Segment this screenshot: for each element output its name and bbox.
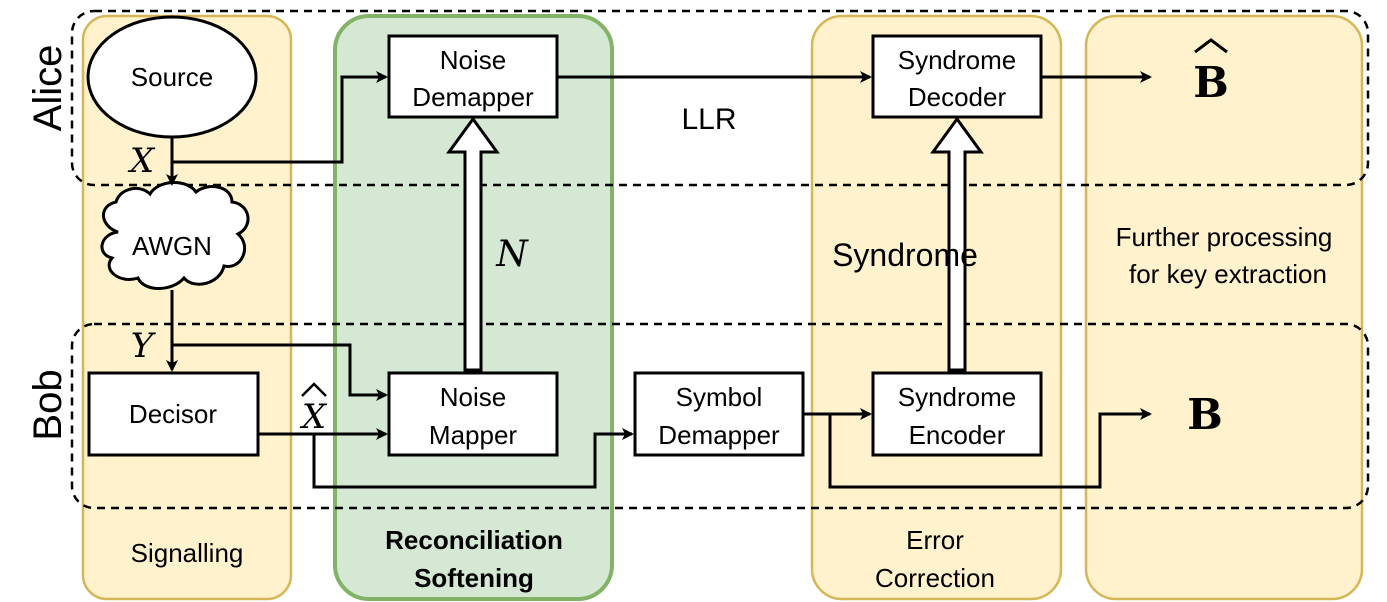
symbol-demapper-block bbox=[633, 371, 805, 457]
x-to-noise-demapper-arrow bbox=[172, 71, 388, 164]
syndrome-decoder-label-line1: Syndrome bbox=[898, 45, 1017, 75]
y-to-noise-mapper-arrow bbox=[172, 343, 388, 401]
b-output-label: B bbox=[1187, 390, 1223, 439]
syndrome-signal-label: Syndrome bbox=[832, 237, 978, 273]
decisor-label: Decisor bbox=[129, 399, 217, 429]
symbol-demapper-to-b-arrow bbox=[828, 408, 1152, 489]
reconciliation-label-line2: Softening bbox=[414, 563, 534, 593]
noise-mapper-label-line1: Noise bbox=[440, 382, 506, 412]
symbol-demapper-label-line2: Demapper bbox=[658, 420, 780, 450]
awgn-label: AWGN bbox=[132, 231, 212, 261]
n-signal-label: N bbox=[495, 234, 529, 275]
awgn-cloud bbox=[100, 181, 250, 290]
b-hat-hat-mark bbox=[1194, 38, 1228, 54]
decisor-block bbox=[87, 371, 260, 457]
x-signal-label: X bbox=[127, 141, 156, 181]
error-correction-label-line2: Correction bbox=[875, 563, 995, 593]
syndrome-decoder-label-line2: Decoder bbox=[908, 82, 1007, 112]
n-hollow-arrow bbox=[446, 116, 500, 372]
noise-demapper-label-line2: Demapper bbox=[412, 82, 534, 112]
alice-region bbox=[70, 9, 1370, 187]
signalling-label: Signalling bbox=[131, 538, 244, 568]
syndrome-encoder-label-line1: Syndrome bbox=[898, 382, 1017, 412]
alice-label: Alice bbox=[26, 45, 70, 132]
further-processing-column bbox=[1084, 14, 1364, 601]
noise-mapper-label-line2: Mapper bbox=[429, 420, 517, 450]
y-signal-label: Y bbox=[131, 326, 157, 366]
bob-label: Bob bbox=[26, 369, 70, 440]
syndrome-encoder-label-line2: Encoder bbox=[909, 420, 1006, 450]
reconciliation-label-line1: Reconciliation bbox=[385, 525, 563, 555]
noise-mapper-block bbox=[387, 371, 559, 457]
xhat-signal-label: X bbox=[299, 397, 328, 437]
further-processing-label-line2: for key extraction bbox=[1129, 259, 1327, 289]
syndrome-hollow-arrow bbox=[930, 116, 984, 372]
symbol-demapper-label-line1: Symbol bbox=[676, 382, 763, 412]
noise-demapper-block bbox=[387, 34, 559, 119]
llr-label: LLR bbox=[681, 103, 736, 136]
xhat-hat-mark bbox=[301, 382, 327, 397]
noise-demapper-label-line1: Noise bbox=[440, 45, 506, 75]
syndrome-encoder-block bbox=[871, 371, 1043, 457]
error-correction-label-line1: Error bbox=[906, 525, 964, 555]
bob-region bbox=[70, 322, 1370, 510]
xhat-to-symbol-demapper-arrow bbox=[312, 428, 634, 489]
further-processing-label-line1: Further processing bbox=[1116, 222, 1333, 252]
b-hat-output-label: B bbox=[1193, 58, 1229, 107]
source-label: Source bbox=[131, 62, 213, 92]
